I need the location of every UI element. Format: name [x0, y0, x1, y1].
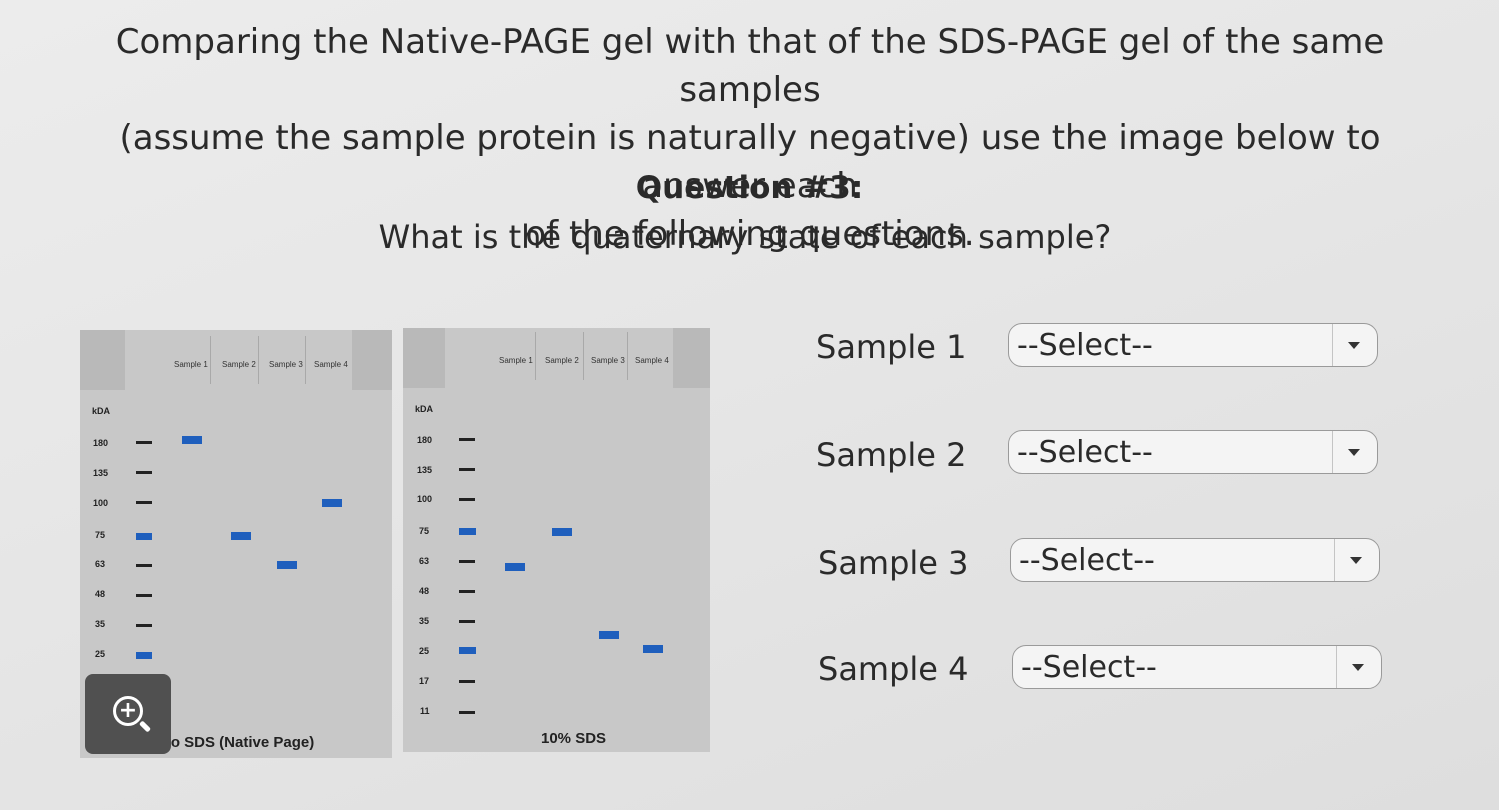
- marker-label: 135: [417, 465, 433, 475]
- gel-comb-right: [673, 328, 710, 388]
- sample-4-select[interactable]: --Select--: [1012, 645, 1382, 689]
- sample-4-label: Sample 4: [818, 650, 969, 688]
- ladder-band: [459, 438, 475, 441]
- caret-down-icon: [1348, 449, 1360, 456]
- dropdown-toggle[interactable]: [1332, 431, 1377, 473]
- lane-divider: [627, 332, 628, 380]
- lane-header: Sample 4: [314, 360, 348, 369]
- ladder-band: [459, 680, 475, 683]
- ladder-band: [136, 441, 152, 444]
- caret-down-icon: [1352, 664, 1364, 671]
- lane-header: Sample 4: [635, 356, 669, 365]
- ladder-band: [136, 533, 152, 540]
- select-value: --Select--: [1021, 650, 1157, 685]
- ladder-band: [459, 498, 475, 501]
- marker-label: 180: [417, 435, 433, 445]
- question-prompt: Comparing the Native-PAGE gel with that …: [60, 18, 1440, 258]
- sample-1-band: [182, 436, 202, 444]
- marker-label: 135: [93, 468, 109, 478]
- sample-1-select[interactable]: --Select--: [1008, 323, 1378, 367]
- caret-down-icon: [1348, 342, 1360, 349]
- select-value: --Select--: [1019, 543, 1155, 578]
- marker-label: 35: [95, 619, 106, 629]
- ladder-band: [459, 528, 476, 535]
- lane-header: Sample 1: [499, 356, 533, 365]
- marker-label: 100: [93, 498, 109, 508]
- sample-1-label: Sample 1: [816, 328, 967, 366]
- gel-comb-right: [352, 330, 392, 390]
- lane-header: Sample 2: [222, 360, 256, 369]
- question-text: What is the quaternary state of each sam…: [378, 218, 1112, 256]
- kda-axis-title: kDA: [415, 404, 434, 414]
- sample-2-band: [552, 528, 572, 536]
- marker-label: 17: [419, 676, 430, 686]
- sds-gel-image: Sample 1 Sample 2 Sample 3 Sample 4 kDA …: [403, 328, 710, 752]
- marker-label: 75: [95, 530, 106, 540]
- lane-header: Sample 1: [174, 360, 208, 369]
- lane-header: Sample 3: [591, 356, 625, 365]
- caret-down-icon: [1350, 557, 1362, 564]
- prompt-line-3: of the following questions.: [525, 214, 975, 254]
- ladder-band: [459, 620, 475, 623]
- sample-3-label: Sample 3: [818, 544, 969, 582]
- sample-2-select[interactable]: --Select--: [1008, 430, 1378, 474]
- marker-label: 180: [93, 438, 109, 448]
- dropdown-toggle[interactable]: [1336, 646, 1381, 688]
- ladder-band: [136, 652, 152, 659]
- ladder-band: [136, 624, 152, 627]
- ladder-band: [136, 471, 152, 474]
- marker-label: 63: [95, 559, 106, 569]
- ladder-band: [459, 711, 475, 714]
- gel-caption: No SDS (Native Page): [160, 734, 315, 751]
- question-title: Question #3:: [635, 170, 864, 206]
- marker-label: 63: [419, 556, 430, 566]
- marker-label: 48: [419, 586, 430, 596]
- marker-label: 75: [419, 526, 430, 536]
- lane-divider: [583, 332, 584, 380]
- marker-label: 11: [420, 706, 430, 716]
- marker-label: 25: [95, 649, 106, 659]
- sample-4-band: [322, 499, 342, 507]
- prompt-line-1: Comparing the Native-PAGE gel with that …: [115, 22, 1385, 110]
- sample-1-band: [505, 563, 525, 571]
- sample-2-label: Sample 2: [816, 436, 967, 474]
- select-value: --Select--: [1017, 435, 1153, 470]
- sample-2-band: [231, 532, 251, 540]
- marker-label: 48: [95, 589, 106, 599]
- ladder-band: [459, 560, 475, 563]
- dropdown-toggle[interactable]: [1332, 324, 1377, 366]
- ladder-band: [459, 590, 475, 593]
- prompt-line-2: (assume the sample protein is naturally …: [119, 118, 1381, 206]
- zoom-handle: [138, 720, 152, 733]
- kda-axis-title: kDA: [92, 406, 111, 416]
- ladder-band: [459, 647, 476, 654]
- lane-header: Sample 2: [545, 356, 579, 365]
- lane-divider: [258, 336, 259, 384]
- marker-label: 100: [417, 494, 433, 504]
- sample-4-band: [643, 645, 663, 653]
- marker-label: 35: [419, 616, 430, 626]
- sample-3-select[interactable]: --Select--: [1010, 538, 1380, 582]
- lane-header: Sample 3: [269, 360, 303, 369]
- gel-comb-left: [80, 330, 125, 390]
- ladder-band: [136, 564, 152, 567]
- lane-divider: [535, 332, 536, 380]
- lane-divider: [210, 336, 211, 384]
- zoom-button[interactable]: +: [85, 674, 171, 754]
- ladder-band: [459, 468, 475, 471]
- gel-comb-left: [403, 328, 445, 388]
- zoom-in-icon: +: [113, 696, 143, 726]
- ladder-band: [136, 501, 152, 504]
- sample-3-band: [277, 561, 297, 569]
- gel-caption: 10% SDS: [541, 730, 607, 747]
- marker-label: 25: [419, 646, 430, 656]
- sample-3-band: [599, 631, 619, 639]
- dropdown-toggle[interactable]: [1334, 539, 1379, 581]
- lane-divider: [305, 336, 306, 384]
- ladder-band: [136, 594, 152, 597]
- select-value: --Select--: [1017, 328, 1153, 363]
